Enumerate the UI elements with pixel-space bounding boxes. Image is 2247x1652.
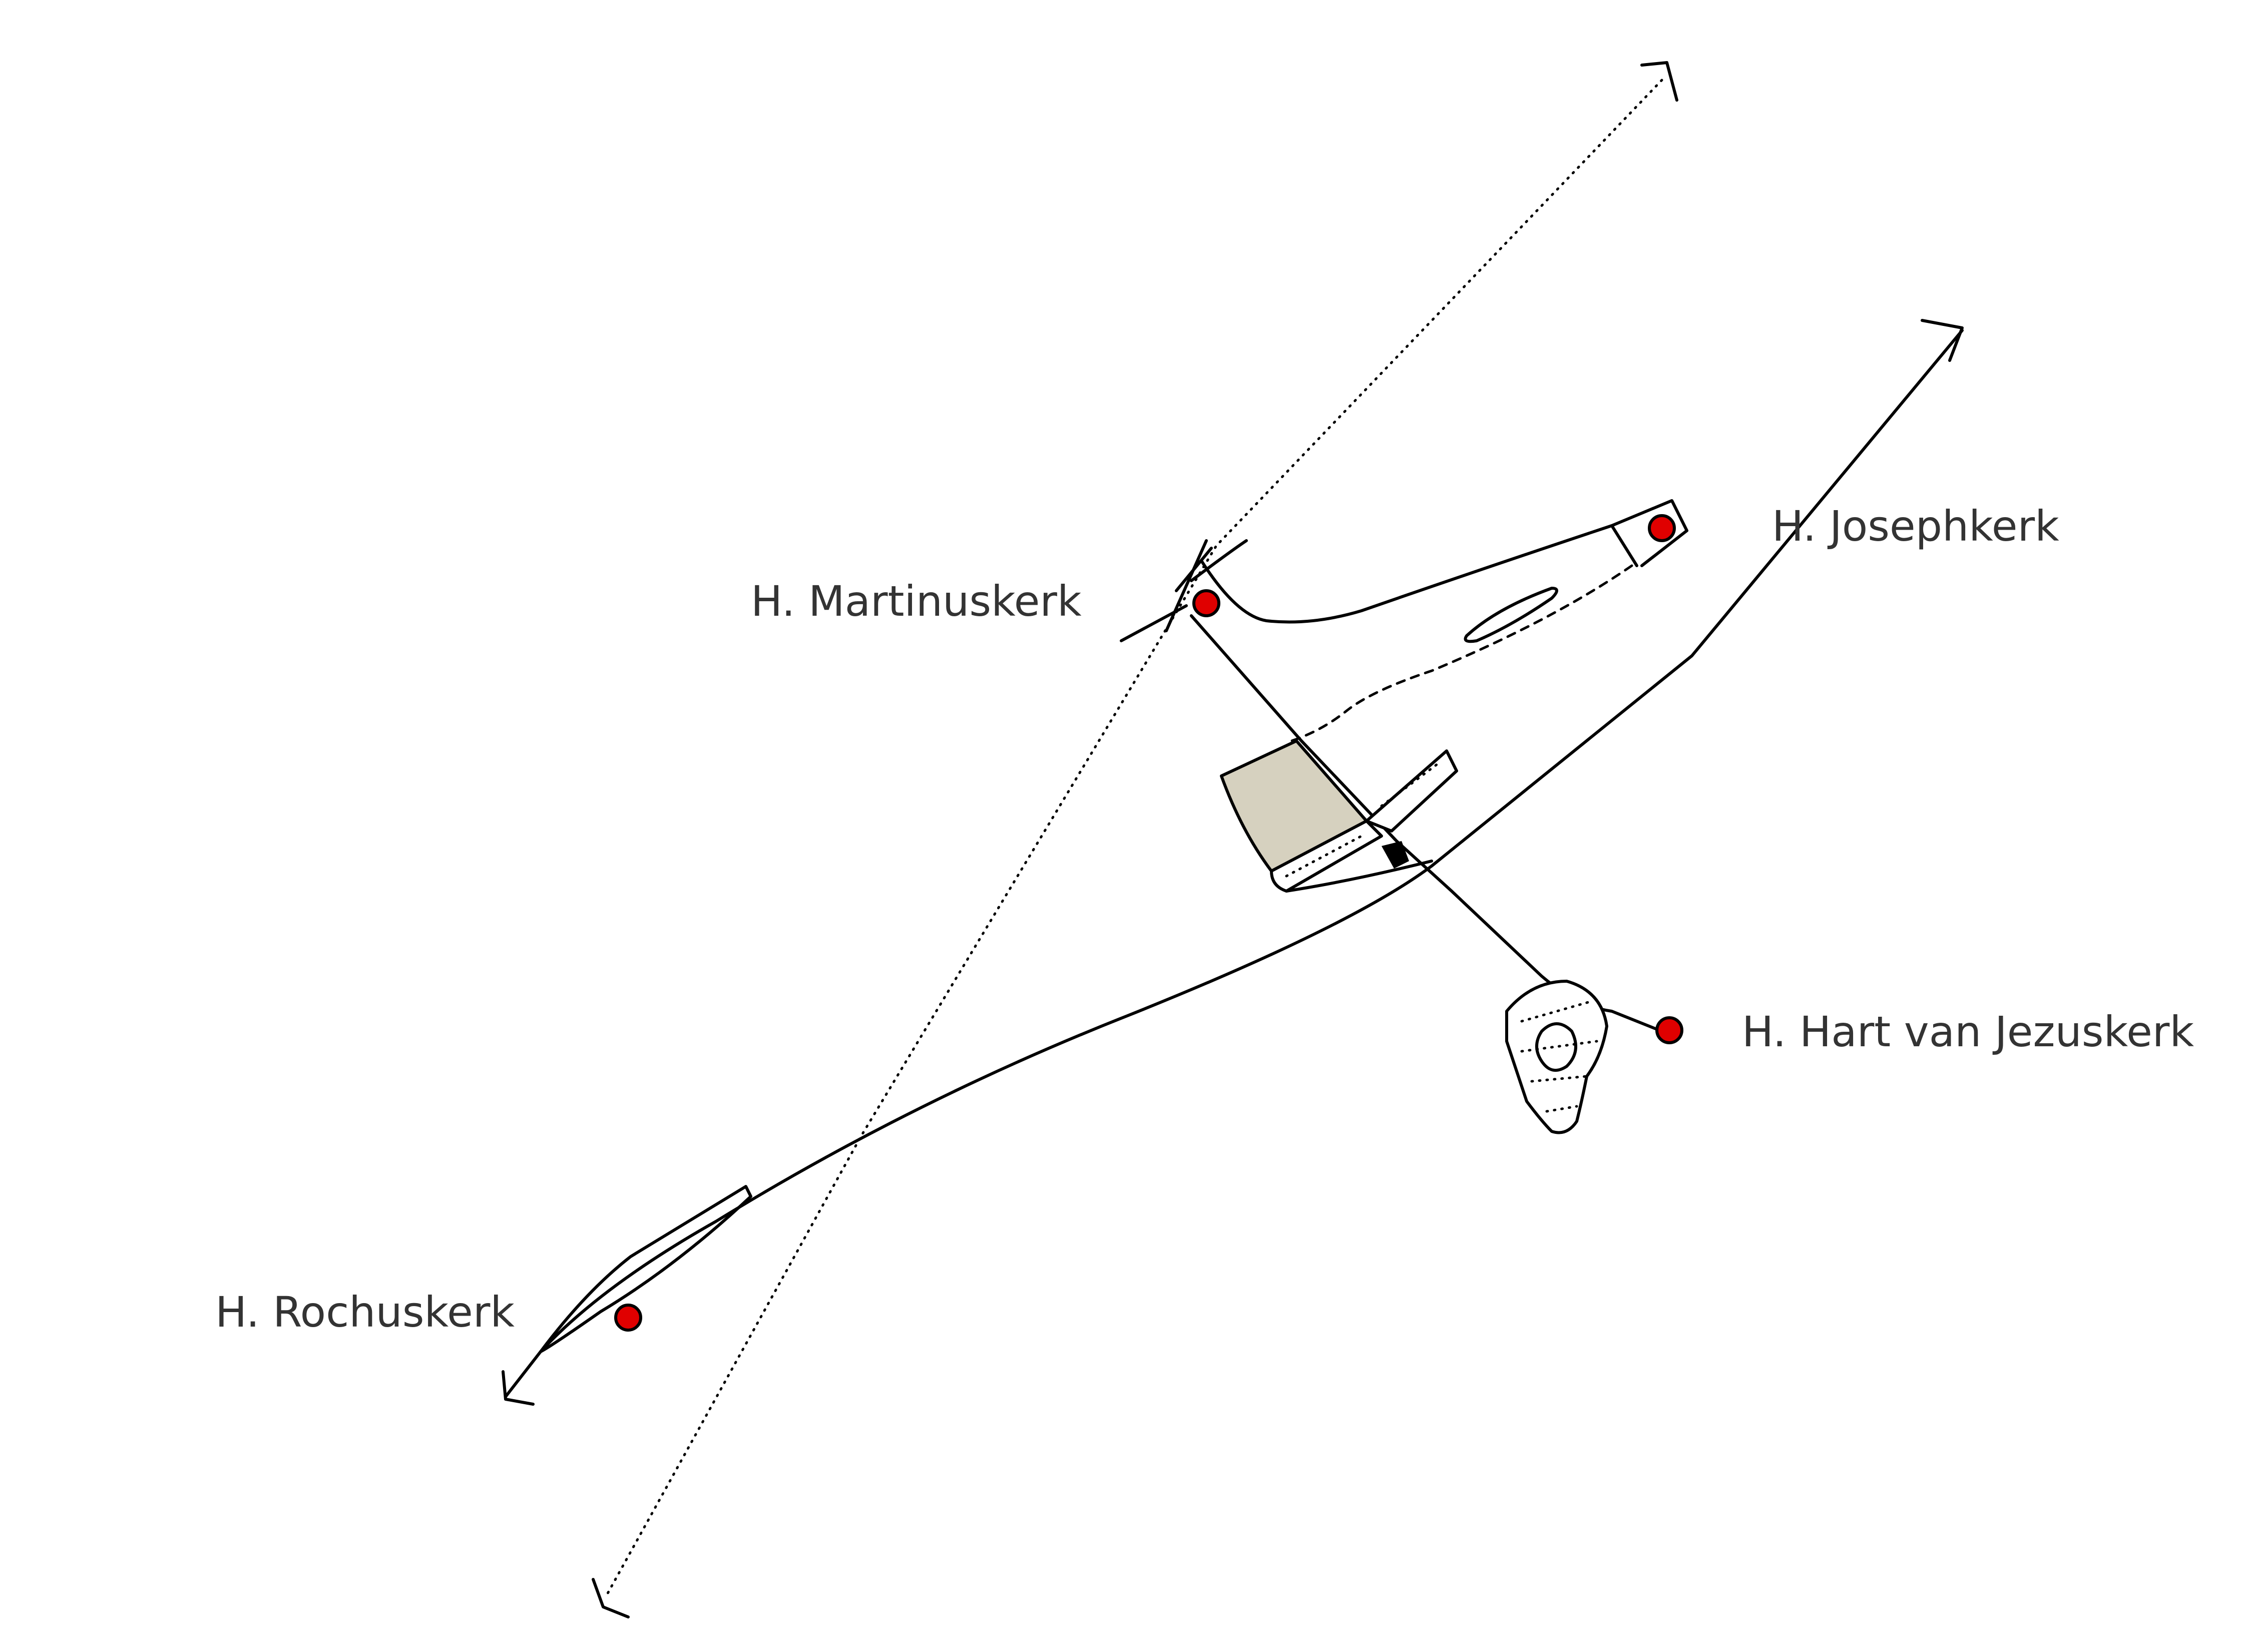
church-marker-joseph bbox=[1648, 514, 1676, 542]
dashed-side-street bbox=[1290, 564, 1633, 742]
dotted-axis-line bbox=[604, 79, 1663, 1598]
label-josephkerk: H. Josephkerk bbox=[1772, 502, 2059, 551]
main-road-arrow-bottom bbox=[502, 1370, 535, 1406]
label-martinuskerk: H. Martinuskerk bbox=[751, 577, 1082, 626]
small-island bbox=[1464, 587, 1558, 643]
church-marker-rochus bbox=[614, 1304, 642, 1332]
pond-water bbox=[1535, 1022, 1577, 1072]
label-hart-van-jezuskerk: H. Hart van Jezuskerk bbox=[1742, 1007, 2194, 1056]
main-road bbox=[504, 329, 1964, 1398]
church-marker-martinus bbox=[1192, 589, 1220, 617]
pond-area bbox=[1505, 980, 1608, 1134]
joseph-square-edge bbox=[1610, 524, 1638, 567]
main-road-arrow-top bbox=[1921, 319, 1964, 362]
martinus-joseph-road bbox=[1200, 499, 1688, 624]
lower-link-road bbox=[1285, 860, 1433, 893]
church-marker-hart bbox=[1655, 1016, 1683, 1044]
martinus-junction bbox=[1120, 539, 1248, 642]
pond-stipple bbox=[1520, 1000, 1598, 1113]
dotted-axis-arrow-bottom bbox=[592, 1578, 630, 1618]
small-black-block bbox=[1382, 841, 1409, 869]
dotted-axis-arrow-top bbox=[1640, 61, 1678, 102]
rochus-street-branch bbox=[539, 1185, 752, 1353]
dotted-strip-upper bbox=[1365, 749, 1458, 833]
label-rochuskerk: H. Rochuskerk bbox=[215, 1288, 515, 1337]
strip-stipple bbox=[1285, 759, 1443, 878]
